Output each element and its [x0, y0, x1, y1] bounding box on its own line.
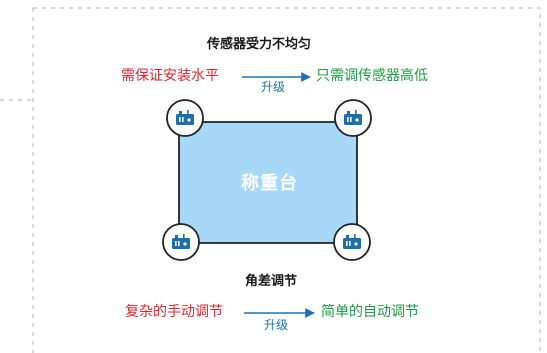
top-title: 传感器受力不均匀 [207, 37, 312, 52]
sensor-top-right-icon [334, 99, 372, 137]
bottom-arrow-label: 升级 [264, 318, 289, 332]
sensor-bottom-left-icon [162, 223, 200, 261]
sensor-top-left-icon [166, 99, 204, 137]
top-left-text: 需保证安装水平 [121, 68, 219, 84]
bottom-right-text: 简单的自动调节 [321, 304, 419, 320]
platform-label: 称重台 [241, 173, 298, 194]
bottom-title: 角差调节 [245, 274, 298, 289]
sensor-bottom-right-icon [333, 223, 371, 261]
top-right-text: 只需调传感器高低 [316, 68, 428, 84]
bottom-left-text: 复杂的手动调节 [125, 304, 223, 320]
top-arrow-label: 升级 [261, 80, 286, 94]
dashed-border [0, 7, 541, 353]
